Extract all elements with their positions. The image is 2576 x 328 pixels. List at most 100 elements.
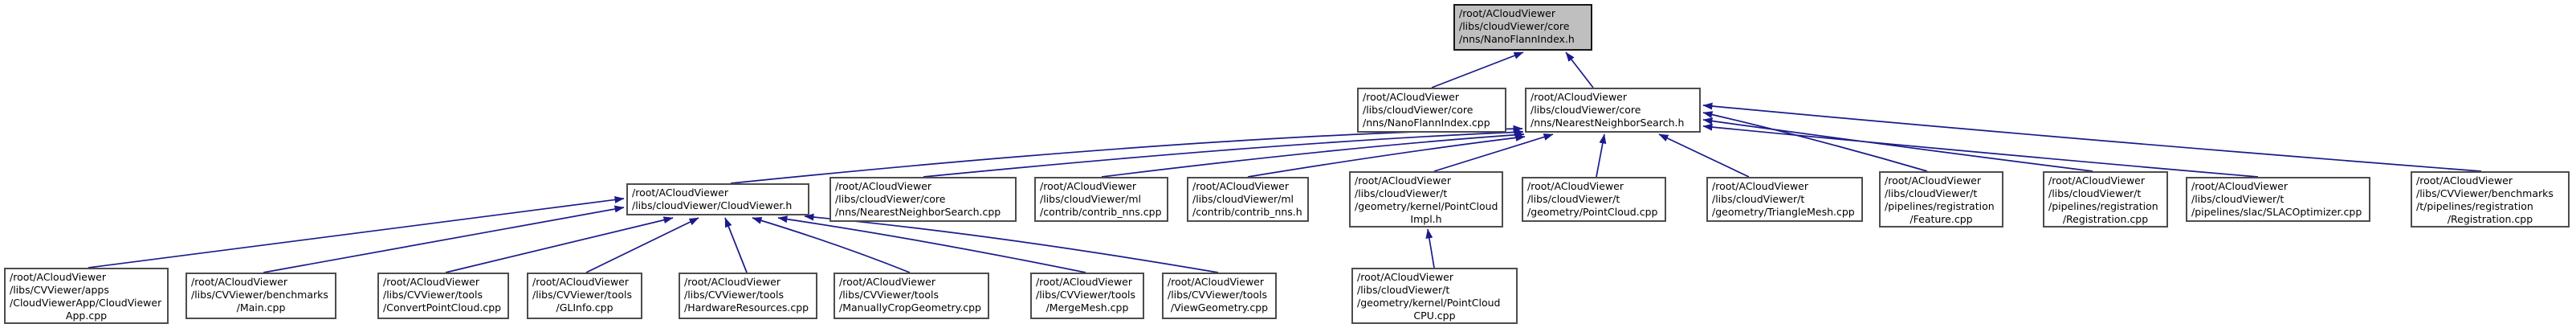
node-label-line: /root/ACloudViewer: [1531, 91, 1628, 103]
graph-node-main-cpp[interactable]: /root/ACloudViewer/libs/CVViewer/benchma…: [185, 273, 336, 319]
node-label-line: /libs/CVViewer/tools: [684, 289, 784, 301]
node-label-line: /Main.cpp: [236, 301, 286, 314]
include-edge-manuallycropgeometry-cpp-to-cloudviewer-h: [752, 217, 911, 273]
graph-node-feature-cpp[interactable]: /root/ACloudViewer/libs/cloudViewer/t/pi…: [1879, 171, 2003, 228]
graph-node-cloudviewer-h[interactable]: /root/ACloudViewer/libs/cloudViewer/Clou…: [626, 183, 809, 215]
node-label-line: /root/ACloudViewer: [1527, 180, 1624, 192]
graph-node-nearestneighborsearch-h[interactable]: /root/ACloudViewer/libs/cloudViewer/core…: [1525, 88, 1701, 133]
node-label-line: /libs/cloudViewer/t: [1885, 187, 1978, 199]
node-label-line: /root/ACloudViewer: [632, 187, 729, 199]
node-label-line: /libs/cloudViewer/core: [1531, 104, 1641, 116]
node-label-line: /libs/cloudViewer/ml: [1192, 193, 1294, 205]
node-label-line: /pipelines/registration: [1885, 200, 1995, 212]
node-label-line: /libs/cloudViewer/core: [835, 193, 946, 205]
graph-node-nanoflannindex-cpp[interactable]: /root/ACloudViewer/libs/cloudViewer/core…: [1357, 88, 1506, 133]
node-label-line: /libs/CVViewer/tools: [383, 289, 483, 301]
graph-node-pointcloud-cpp[interactable]: /root/ACloudViewer/libs/cloudViewer/t/ge…: [1522, 177, 1666, 222]
include-edge-contrib-nns-cpp-to-nearestneighborsearch-h: [1101, 131, 1525, 178]
include-edge-viewgeometry-cpp-to-cloudviewer-h: [804, 213, 1219, 273]
node-label-line: /CloudViewerApp/CloudViewer: [10, 297, 162, 309]
node-label-line: /root/ACloudViewer: [2416, 174, 2513, 187]
include-edge-nearestneighborsearch-h-to-nanoflannindex-h: [1565, 51, 1594, 88]
graph-node-registration-cpp[interactable]: /root/ACloudViewer/libs/cloudViewer/t/pi…: [2043, 171, 2168, 228]
node-label-line: /nns/NearestNeighborSearch.h: [1531, 117, 1685, 129]
node-label-line: /root/ACloudViewer: [1459, 7, 1556, 19]
include-edge-glinfo-cpp-to-cloudviewer-h: [585, 217, 699, 273]
node-label-line: /nns/NanoFlannIndex.cpp: [1363, 117, 1490, 129]
node-label-line: Impl.h: [1410, 213, 1442, 225]
node-label-line: /libs/cloudViewer/core: [1363, 104, 1473, 116]
node-label-line: /libs/CVViewer/tools: [1168, 289, 1267, 301]
node-label-line: /root/ACloudViewer: [835, 180, 932, 192]
node-label-line: /Registration.cpp: [2447, 213, 2533, 225]
node-label-line: /root/ACloudViewer: [2191, 180, 2289, 192]
graph-node-nearestneighborsearch-cpp[interactable]: /root/ACloudViewer/libs/cloudViewer/core…: [829, 177, 1017, 222]
graph-node-mergemesh-cpp[interactable]: /root/ACloudViewer/libs/CVViewer/tools/M…: [1030, 273, 1144, 319]
include-edge-cloudviewerapp-cpp-to-cloudviewer-h: [88, 196, 625, 269]
include-edge-feature-cpp-to-nearestneighborsearch-h: [1702, 111, 1928, 172]
include-edge-mergemesh-cpp-to-cloudviewer-h: [777, 215, 1086, 273]
node-label-line: /geometry/kernel/PointCloud: [1357, 297, 1501, 309]
node-label-line: /libs/CVViewer/benchmarks: [191, 289, 328, 301]
node-label-line: /libs/cloudViewer/core: [1459, 20, 1570, 32]
node-label-line: /pipelines/slac/SLACOptimizer.cpp: [2191, 206, 2362, 218]
include-edge-slacoptimizer-cpp-to-nearestneighborsearch-h: [1702, 123, 2259, 178]
node-label-line: /nns/NanoFlannIndex.h: [1459, 33, 1575, 45]
include-edge-pointcloudimpl-h-to-nearestneighborsearch-h: [1433, 133, 1554, 172]
graph-node-nanoflannindex-h[interactable]: /root/ACloudViewer/libs/cloudViewer/core…: [1453, 4, 1592, 51]
graph-node-manuallycropgeometry-cpp[interactable]: /root/ACloudViewer/libs/CVViewer/tools/M…: [834, 273, 989, 319]
node-label-line: /libs/CVViewer/apps: [10, 284, 109, 296]
graph-node-viewgeometry-cpp[interactable]: /root/ACloudViewer/libs/CVViewer/tools/V…: [1162, 273, 1277, 319]
node-label-line: /root/ACloudViewer: [191, 276, 288, 288]
include-edge-trianglemesh-cpp-to-nearestneighborsearch-h: [1658, 133, 1750, 178]
node-label-line: /MergeMesh.cpp: [1045, 301, 1129, 314]
node-label-line: /root/ACloudViewer: [839, 276, 936, 288]
include-edge-nanoflannindex-cpp-to-nanoflannindex-h: [1431, 51, 1524, 88]
node-label-line: /root/ACloudViewer: [10, 271, 107, 283]
node-label-line: /libs/CVViewer/tools: [1036, 289, 1135, 301]
graph-node-cloudviewerapp-cpp[interactable]: /root/ACloudViewer/libs/CVViewer/apps/Cl…: [4, 268, 169, 324]
node-label-line: /root/ACloudViewer: [2048, 174, 2146, 187]
include-edge-main-cpp-to-cloudviewer-h: [263, 205, 625, 273]
node-label-line: App.cpp: [65, 310, 108, 322]
node-label-line: /root/ACloudViewer: [1712, 180, 1809, 192]
node-label-line: /root/ACloudViewer: [1036, 276, 1133, 288]
graph-node-glinfo-cpp[interactable]: /root/ACloudViewer/libs/CVViewer/tools/G…: [527, 273, 642, 319]
node-label-line: /geometry/kernel/PointCloud: [1355, 200, 1498, 212]
node-label-line: /HardwareResources.cpp: [684, 301, 809, 314]
node-label-line: /root/ACloudViewer: [1357, 271, 1454, 283]
include-edge-registration-cpp-to-nearestneighborsearch-h: [1702, 117, 2093, 172]
node-label-line: /libs/cloudViewer/t: [1712, 193, 1805, 205]
graph-node-contrib-nns-h[interactable]: /root/ACloudViewer/libs/cloudViewer/ml/c…: [1187, 177, 1309, 222]
node-label-line: /nns/NearestNeighborSearch.cpp: [835, 206, 1001, 218]
graph-node-trianglemesh-cpp[interactable]: /root/ACloudViewer/libs/cloudViewer/t/ge…: [1706, 177, 1863, 222]
node-label-line: /libs/cloudViewer/t: [2048, 187, 2142, 199]
include-edge-nearestneighborsearch-cpp-to-nearestneighborsearch-h: [923, 128, 1524, 178]
graph-node-bench-registration-cpp[interactable]: /root/ACloudViewer/libs/CVViewer/benchma…: [2411, 171, 2570, 228]
node-label-line: /libs/CVViewer/benchmarks: [2416, 187, 2554, 199]
node-label-line: /libs/cloudViewer/t: [2191, 193, 2285, 205]
include-edge-hardwareresources-cpp-to-cloudviewer-h: [724, 217, 748, 273]
node-label-line: /ManuallyCropGeometry.cpp: [839, 301, 981, 314]
graph-node-convertpointcloud-cpp[interactable]: /root/ACloudViewer/libs/CVViewer/tools/C…: [377, 273, 509, 319]
node-label-line: /root/ACloudViewer: [1355, 174, 1452, 187]
node-label-line: /ConvertPointCloud.cpp: [383, 301, 502, 314]
node-label-line: /ViewGeometry.cpp: [1170, 301, 1269, 314]
graph-node-pointcloudcpu-cpp[interactable]: /root/ACloudViewer/libs/cloudViewer/t/ge…: [1351, 268, 1518, 324]
graph-node-pointcloudimpl-h[interactable]: /root/ACloudViewer/libs/cloudViewer/t/ge…: [1349, 171, 1503, 228]
node-label-line: /libs/cloudViewer/t: [1357, 284, 1450, 296]
include-edge-pointcloud-cpp-to-nearestneighborsearch-h: [1596, 133, 1607, 178]
node-label-line: /libs/cloudViewer/t: [1355, 187, 1448, 199]
node-label-line: /root/ACloudViewer: [684, 276, 781, 288]
node-label-line: /GLInfo.cpp: [556, 301, 613, 314]
graph-node-hardwareresources-cpp[interactable]: /root/ACloudViewer/libs/CVViewer/tools/H…: [679, 273, 817, 319]
graph-node-contrib-nns-cpp[interactable]: /root/ACloudViewer/libs/cloudViewer/ml/c…: [1034, 177, 1168, 222]
node-label-line: /root/ACloudViewer: [1885, 174, 1982, 187]
node-label-line: /root/ACloudViewer: [1168, 276, 1265, 288]
node-label-line: /pipelines/registration: [2048, 200, 2158, 212]
node-label-line: /libs/cloudViewer/t: [1527, 193, 1620, 205]
node-label-line: /geometry/PointCloud.cpp: [1527, 206, 1658, 218]
graph-node-slacoptimizer-cpp[interactable]: /root/ACloudViewer/libs/cloudViewer/t/pi…: [2186, 177, 2370, 222]
